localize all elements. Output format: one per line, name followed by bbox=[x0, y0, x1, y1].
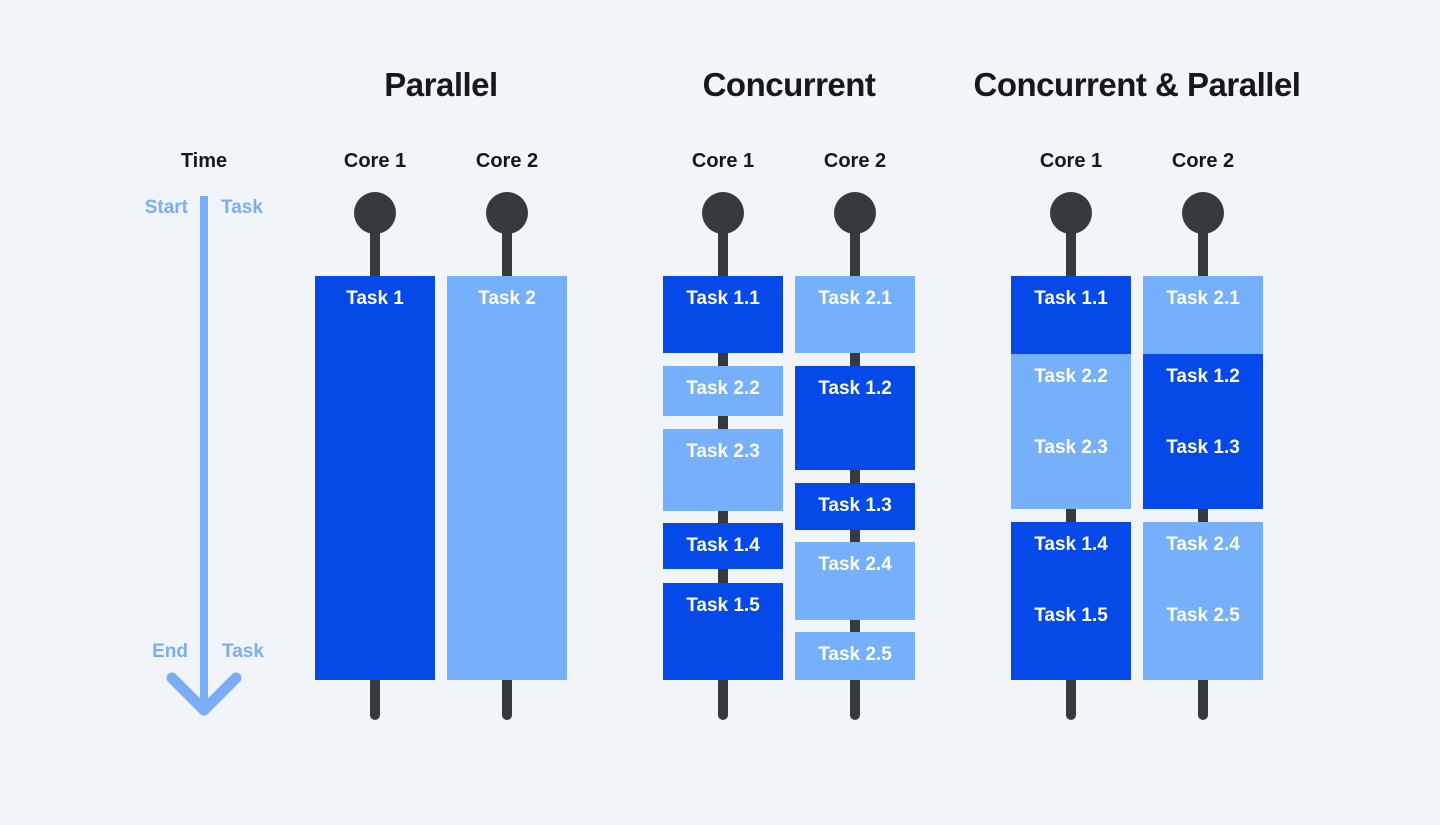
task-bar-label: Task 1.4 bbox=[1034, 534, 1108, 555]
task-bar-label: Task 1.5 bbox=[1034, 605, 1108, 626]
core-node-icon bbox=[486, 192, 528, 234]
task-bar-label: Task 2 bbox=[478, 288, 536, 309]
core-label: Core 1 bbox=[343, 150, 407, 172]
task-bar-label: Task 1.2 bbox=[1166, 366, 1240, 387]
task-bar-label: Task 1.2 bbox=[818, 378, 892, 399]
core-label: Core 2 bbox=[823, 150, 887, 172]
core-node-icon bbox=[834, 192, 876, 234]
task-bar: Task 1.5 bbox=[663, 583, 783, 680]
task-bar: Task 1.3 bbox=[795, 483, 915, 530]
task-bar-label: Task 2.2 bbox=[686, 378, 760, 399]
task-bar: Task 2.2 Task 2.3 bbox=[1011, 354, 1131, 509]
task-bar-label: Task 1.4 bbox=[686, 535, 760, 556]
task-bar: Task 1.4 bbox=[663, 523, 783, 569]
task-bar: Task 2.1 bbox=[1143, 276, 1263, 354]
core-label: Core 2 bbox=[1171, 150, 1235, 172]
core-node-icon bbox=[1182, 192, 1224, 234]
task-bar: Task 2.2 bbox=[663, 366, 783, 416]
core-label: Core 2 bbox=[475, 150, 539, 172]
task-bar-label: Task 1.1 bbox=[686, 288, 760, 309]
task-bar: Task 1.2 Task 1.3 bbox=[1143, 354, 1263, 509]
task-bar-label: Task 1.5 bbox=[686, 595, 760, 616]
task-bar-label: Task 2.4 bbox=[818, 554, 892, 575]
task-bar: Task 2.4 Task 2.5 bbox=[1143, 522, 1263, 680]
task-bar-label: Task 2.2 bbox=[1034, 366, 1108, 387]
section-title-parallel: Parallel bbox=[384, 66, 498, 103]
section-title-concurrent: Concurrent bbox=[702, 66, 876, 103]
task-bar-label: Task 2.3 bbox=[1034, 437, 1108, 458]
task-bar-label: Task 2.4 bbox=[1166, 534, 1240, 555]
task-bar: Task 1.1 bbox=[1011, 276, 1131, 354]
task-bar-label: Task 2.1 bbox=[818, 288, 892, 309]
core-label: Core 1 bbox=[691, 150, 755, 172]
core-node-icon bbox=[702, 192, 744, 234]
task-bar: Task 2.4 bbox=[795, 542, 915, 620]
task-bar: Task 1.2 bbox=[795, 366, 915, 470]
task-bar: Task 1.4 Task 1.5 bbox=[1011, 522, 1131, 680]
task-bar-label: Task 1 bbox=[346, 288, 404, 309]
task-label-top: Task bbox=[221, 197, 263, 218]
section-title-concurrent-parallel: Concurrent & Parallel bbox=[973, 66, 1301, 103]
task-bar-label: Task 2.3 bbox=[686, 441, 760, 462]
core-node-icon bbox=[1050, 192, 1092, 234]
task-bar-label: Task 2.5 bbox=[818, 644, 892, 665]
task-bar: Task 2.3 bbox=[663, 429, 783, 511]
core-node-icon bbox=[354, 192, 396, 234]
task-bar: Task 2.1 bbox=[795, 276, 915, 353]
time-axis-title: Time bbox=[180, 150, 228, 172]
core-label: Core 1 bbox=[1039, 150, 1103, 172]
task-bar-label: Task 2.5 bbox=[1166, 605, 1240, 626]
task-bar-label: Task 1.1 bbox=[1034, 288, 1108, 309]
start-label: Start bbox=[144, 197, 188, 218]
task-bar-label: Task 1.3 bbox=[818, 495, 892, 516]
task-bar: Task 2 bbox=[447, 276, 567, 680]
end-label: End bbox=[152, 641, 188, 662]
task-bar-label: Task 1.3 bbox=[1166, 437, 1240, 458]
task-bar-label: Task 2.1 bbox=[1166, 288, 1240, 309]
task-bar: Task 1 bbox=[315, 276, 435, 680]
time-arrow-icon bbox=[166, 196, 242, 716]
task-bar: Task 1.1 bbox=[663, 276, 783, 353]
task-label-bottom: Task bbox=[222, 641, 264, 662]
task-bar: Task 2.5 bbox=[795, 632, 915, 680]
